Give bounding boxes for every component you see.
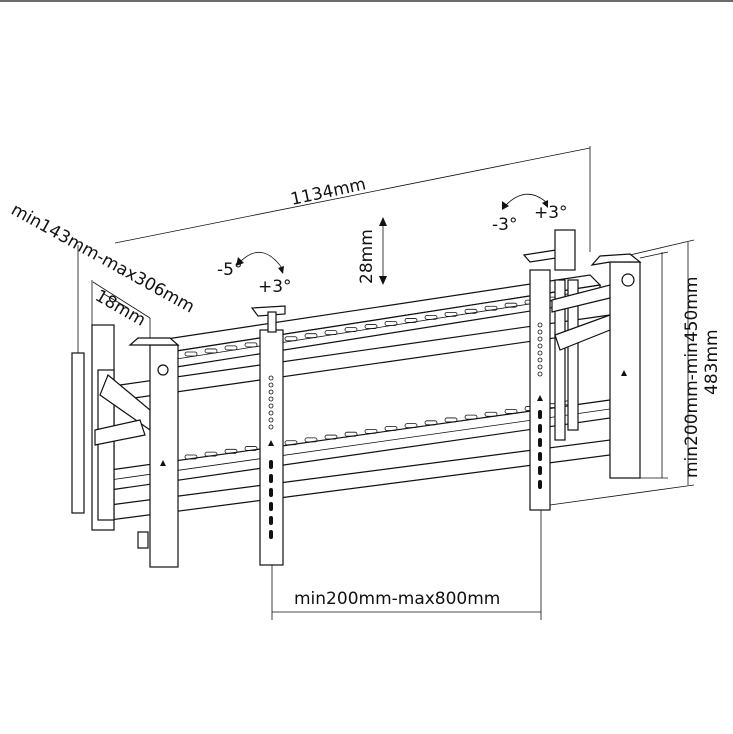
bracket-slot xyxy=(538,452,542,461)
rail-offset-arrow xyxy=(379,217,387,285)
rail-slot xyxy=(444,311,458,317)
rail-slot xyxy=(444,417,458,423)
bracket-slot xyxy=(538,466,542,475)
rail-slot xyxy=(464,308,478,314)
rail-slot xyxy=(324,434,338,440)
bracket-hole xyxy=(268,410,274,416)
tilt-left-minus-label: -5° xyxy=(217,260,242,280)
right-vertical-bracket xyxy=(522,229,576,511)
bracket-hole xyxy=(268,417,274,423)
bracket-hole xyxy=(268,382,274,388)
right-pop-out-arm xyxy=(551,253,642,479)
bracket-hole xyxy=(537,350,543,356)
rail-slot xyxy=(204,451,218,457)
rail-slot xyxy=(324,330,338,336)
tilt-left-plus-label: +3° xyxy=(258,277,292,297)
width-label: 1134mm xyxy=(289,174,368,209)
tilt-arrow-left xyxy=(236,252,284,274)
rail-slot xyxy=(384,321,398,326)
rail-slot xyxy=(424,314,438,320)
vertical-vesa-label: min200mm-min450mm xyxy=(682,277,702,478)
bracket-slot xyxy=(269,474,273,483)
bracket-slot xyxy=(269,530,273,539)
rail-slot xyxy=(184,351,198,357)
left-vertical-bracket xyxy=(250,305,286,566)
bracket-slot xyxy=(538,480,542,489)
bracket-hole xyxy=(268,403,274,409)
horizontal-vesa-label: min200mm-max800mm xyxy=(294,589,500,609)
rail-slot xyxy=(364,324,378,329)
rail-slot xyxy=(304,437,318,443)
rail-slot xyxy=(504,302,518,308)
rail-slot xyxy=(404,423,418,429)
bracket-slot xyxy=(538,424,542,433)
height-dimension-lines xyxy=(549,239,695,506)
bracket-slot xyxy=(269,488,273,497)
tilt-arrow-right xyxy=(502,193,548,210)
bracket-slot xyxy=(538,410,542,419)
rail-offset-label: 28mm xyxy=(357,229,377,284)
left-pop-out-arm xyxy=(71,324,180,568)
rail-slot xyxy=(404,318,418,323)
bracket-hole xyxy=(537,322,543,328)
rail-slot xyxy=(224,345,238,351)
bracket-hole xyxy=(537,371,543,377)
rail-slot xyxy=(284,336,298,342)
micro-adjust-label: 18mm xyxy=(92,286,149,331)
bracket-hole xyxy=(537,364,543,370)
bracket-hole xyxy=(268,375,274,381)
bracket-slot xyxy=(538,438,542,447)
rail-slot xyxy=(484,305,498,311)
rail-slot xyxy=(464,414,478,420)
bracket-hole xyxy=(537,329,543,335)
bracket-slot xyxy=(269,516,273,525)
bracket-hole xyxy=(537,336,543,342)
bracket-hole xyxy=(537,343,543,349)
rail-slot xyxy=(244,446,258,451)
rail-slot xyxy=(424,420,438,426)
bracket-hole xyxy=(268,389,274,395)
rail-slot xyxy=(284,440,298,446)
tilt-right-minus-label: -3° xyxy=(492,215,517,235)
vesa-horizontal-dimension xyxy=(271,510,542,620)
rail-slot xyxy=(244,342,258,348)
rail-slot xyxy=(384,426,398,431)
rail-slot xyxy=(484,411,498,417)
bracket-hole xyxy=(268,396,274,402)
rail-slot xyxy=(224,448,238,454)
tilt-right-plus-label: +3° xyxy=(534,203,568,223)
bracket-hole xyxy=(537,357,543,363)
bracket-slot xyxy=(269,460,273,469)
bracket-hole xyxy=(268,424,274,430)
rail-slot xyxy=(504,408,518,414)
bracket-slot xyxy=(269,502,273,511)
rail-slot xyxy=(204,348,218,354)
rail-slot xyxy=(344,327,358,333)
rail-slot xyxy=(344,431,358,437)
rail-slot xyxy=(364,428,378,434)
height-label: 483mm xyxy=(702,329,722,395)
rail-slot xyxy=(304,333,318,339)
rail-slot xyxy=(184,454,198,460)
